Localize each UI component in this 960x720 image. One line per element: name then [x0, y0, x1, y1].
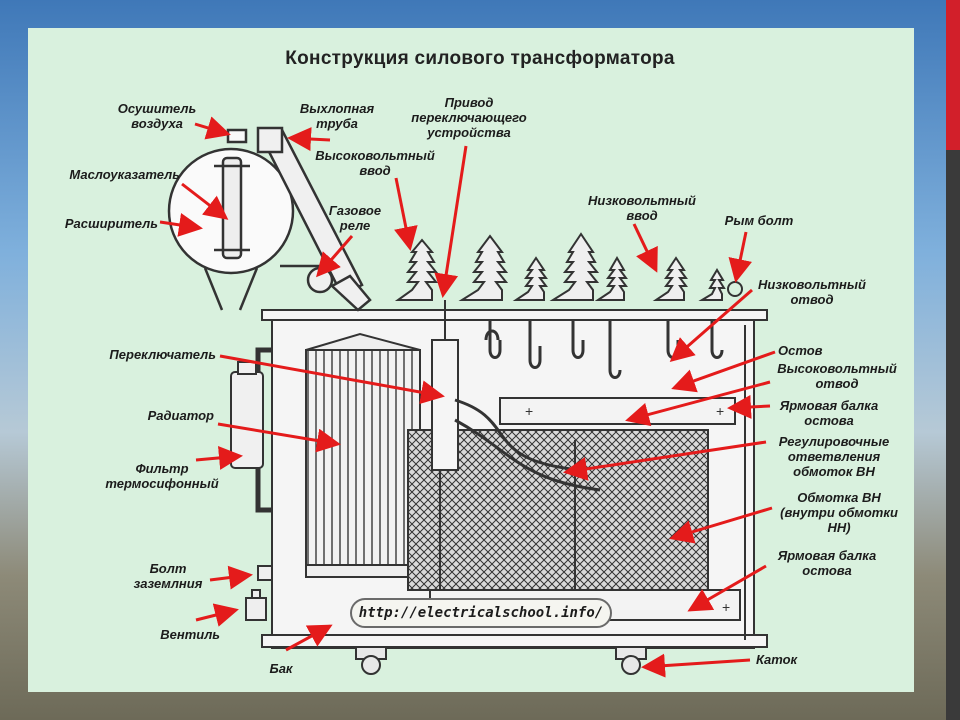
label-arrows — [159, 116, 776, 678]
tank-fittings — [245, 565, 273, 621]
label-valve: Вентиль — [160, 627, 220, 642]
label-oil-gauge: Маслоуказатель — [69, 167, 180, 182]
svg-text:+: + — [716, 403, 724, 419]
diagram-title: Конструкция силового трансформатора — [285, 48, 675, 69]
svg-text:+: + — [525, 403, 533, 419]
tap-changer — [431, 300, 601, 492]
label-roller: Каток — [756, 652, 798, 667]
label-eye-bolt: Рым болт — [724, 213, 794, 228]
rollers — [355, 646, 647, 675]
slide-accent-bar — [946, 0, 960, 150]
source-url: http://electricalschool.info/ — [350, 598, 612, 628]
label-core: Остов — [778, 343, 823, 358]
thermosiphon-filter — [230, 347, 272, 513]
radiator — [305, 332, 421, 578]
label-expander: Расширитель — [64, 216, 158, 231]
svg-text:+: + — [722, 599, 730, 615]
label-tank: Бак — [269, 661, 293, 676]
label-radiator: Радиатор — [147, 408, 214, 423]
slide-side-bar — [946, 150, 960, 720]
expander-tank — [167, 128, 330, 311]
label-switch: Переключатель — [109, 347, 216, 362]
